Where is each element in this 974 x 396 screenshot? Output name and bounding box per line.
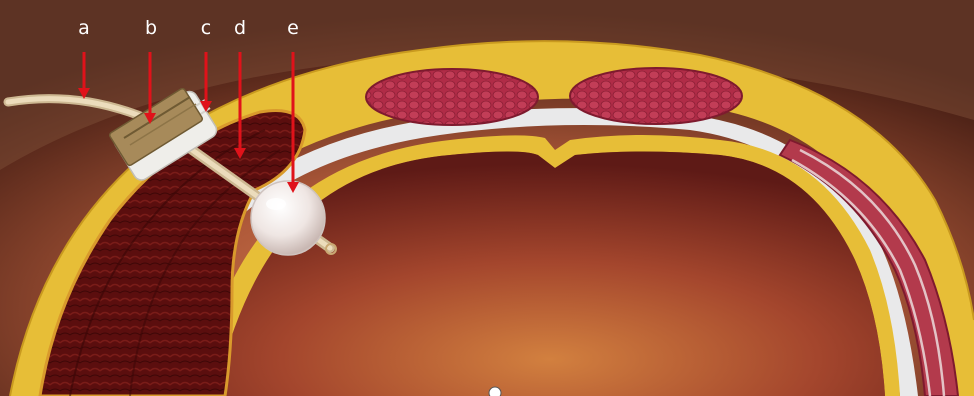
rectus-muscle-right [570, 68, 742, 124]
rectus-muscle-left [366, 69, 538, 125]
label-d: d [234, 17, 246, 39]
bottom-marker [489, 387, 501, 396]
label-e: e [287, 17, 299, 39]
label-b: b [145, 17, 157, 39]
label-a: a [78, 17, 90, 39]
label-c: c [201, 17, 211, 39]
retention-balloon [251, 181, 325, 255]
